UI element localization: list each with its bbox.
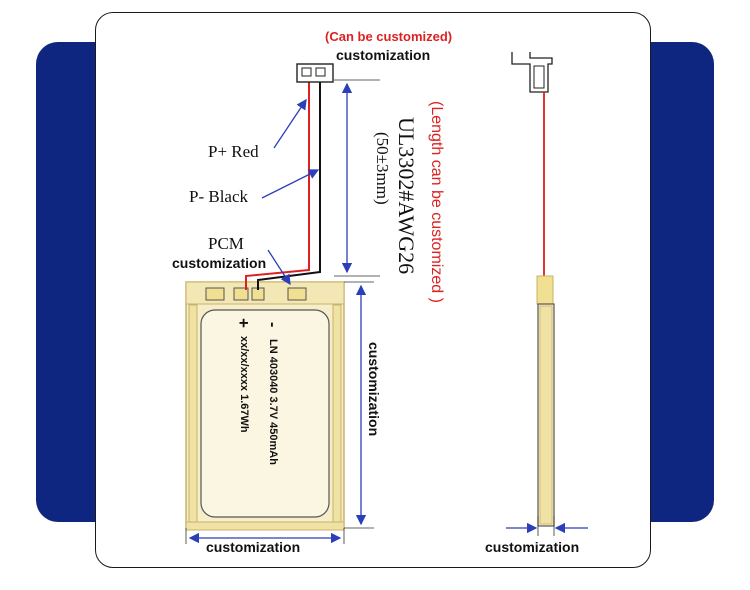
- p-minus-black-label: P- Black: [189, 187, 249, 206]
- side-connector: [511, 52, 553, 93]
- battery-bottom-edge: [185, 521, 345, 531]
- battery-plus-mark: +: [234, 318, 253, 328]
- connector-customizable-note: (Can be customized): [325, 29, 453, 44]
- pcm-arrow: [267, 249, 291, 286]
- width-customization-label: customization: [206, 539, 301, 555]
- wire-connector: [296, 63, 334, 83]
- wire-spec-label: UL3302#AWG26: [394, 117, 419, 275]
- battery-left-rail: [188, 304, 198, 524]
- battery-cell-face: [200, 309, 330, 518]
- p-minus-arrow: [261, 169, 320, 199]
- thickness-customization-label: customization: [485, 539, 580, 555]
- battery-minus-mark: -: [264, 322, 281, 328]
- battery-spec-line2: xx/xx/xxxx 1.67Wh: [238, 336, 250, 433]
- connector-customization-label: customization: [336, 47, 431, 63]
- battery-right-rail: [332, 304, 342, 524]
- side-wire-sleeve: [536, 275, 554, 305]
- pcm-pad-4: [287, 287, 307, 301]
- battery-side-view: [511, 52, 555, 527]
- battery-spec-line1: LN 403040 3.7V 450mAh: [267, 339, 279, 465]
- battery-front-view: [185, 281, 345, 531]
- pcm-customization-label: customization: [172, 255, 267, 271]
- pcm-pad-2: [233, 287, 249, 301]
- wire-length-spec-label: (50±3mm): [373, 132, 392, 205]
- pcm-pad-1: [205, 287, 225, 301]
- p-plus-arrow: [273, 98, 307, 149]
- p-plus-red-label: P+ Red: [208, 142, 259, 161]
- pcm-label: PCM: [208, 234, 244, 253]
- wire-length-customizable-note: (Length can be customized ): [428, 101, 445, 303]
- height-customization-label: customization: [366, 342, 382, 437]
